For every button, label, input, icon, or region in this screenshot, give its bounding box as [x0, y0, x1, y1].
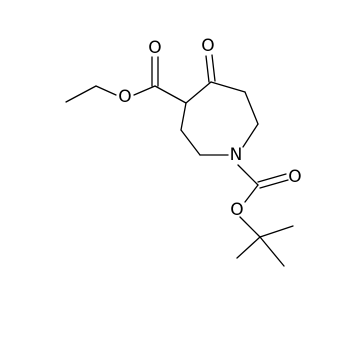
bond-c7-n1: [242, 123, 259, 148]
bond-n1-carbamate: [237, 164, 259, 186]
boc-group: [236, 164, 294, 267]
carbamate-double-bond-a: [257, 173, 287, 183]
bond-ch2-ch3: [65, 85, 97, 103]
ethyl-ester-group: [65, 56, 187, 104]
ketone-oxygen-label: O: [201, 36, 214, 56]
carbamate-carbonyl-oxygen-label: O: [288, 167, 301, 187]
ring-bonds: [180, 81, 259, 156]
carbamate-oxygen-label: O: [230, 200, 243, 220]
ketone-group: [205, 54, 216, 83]
bond-o-ch2: [95, 85, 117, 96]
ring-nitrogen-label: N: [230, 145, 243, 165]
ketone-double-bond-a: [205, 55, 210, 83]
atom-labels: O O O N O O: [118, 36, 301, 220]
bond-carbamate-o: [244, 184, 259, 203]
bond-c6-c7: [244, 91, 259, 125]
bond-c4-c5: [185, 81, 212, 104]
bond-c5-c6: [210, 81, 246, 93]
bond-o-tbu: [239, 216, 261, 238]
bond-carbonyl-o-ester: [133, 85, 156, 96]
ester-oxygen-label: O: [118, 87, 131, 107]
bond-c3-c4: [180, 102, 187, 131]
ester-carbonyl-oxygen-label: O: [148, 38, 161, 58]
bond-c4-carbonyl: [154, 85, 187, 104]
bond-tbu-methyl-down: [259, 236, 285, 267]
bond-tbu-methyl-left: [236, 236, 261, 259]
carbamate-double-bond-b: [259, 179, 289, 189]
bond-c2-c3: [180, 129, 201, 156]
bond-tbu-methyl-right: [259, 225, 294, 238]
ketone-double-bond-b: [211, 54, 216, 82]
